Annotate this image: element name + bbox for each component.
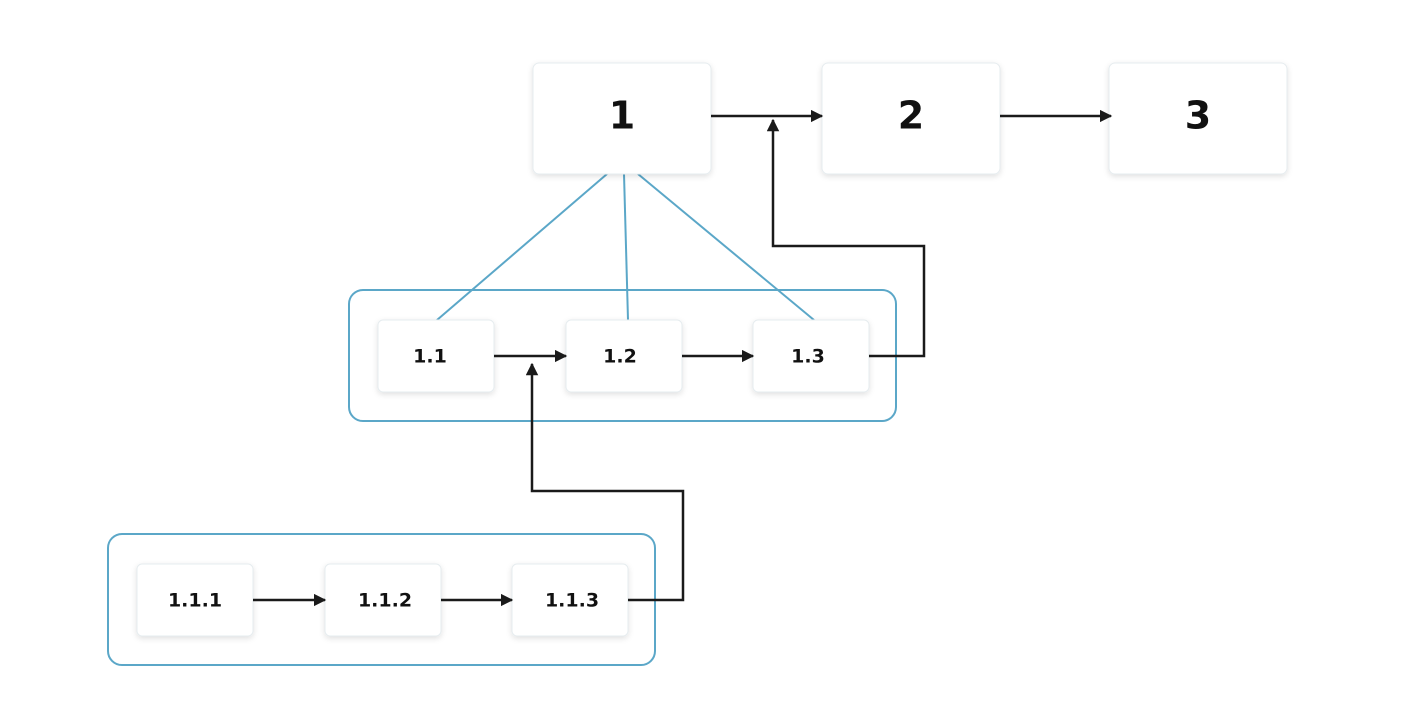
node-1-1-1-label: 1.1.1 [168, 590, 222, 612]
node-1-1-2-label: 1.1.2 [358, 590, 412, 612]
node-1-1-label: 1.1 [413, 346, 447, 368]
node-1-1: 1.1 [377, 319, 495, 393]
arrow-1-1-3-return-to-1-1-link [525, 362, 685, 602]
node-1-2: 1.2 [565, 319, 683, 393]
node-1-1-3: 1.1.3 [511, 563, 629, 637]
node-1-1-2: 1.1.2 [324, 563, 442, 637]
node-1-2-label: 1.2 [603, 346, 637, 368]
arrow-1-3-return-to-1-2-link [766, 118, 926, 358]
node-1-1-3-label: 1.1.3 [545, 590, 599, 612]
node-2-label: 2 [898, 94, 924, 138]
node-1-3: 1.3 [752, 319, 870, 393]
tree-line-1-to-1-1 [436, 173, 608, 321]
node-1-label: 1 [609, 94, 635, 138]
tree-line-1-to-1-3 [637, 173, 815, 321]
tree-line-1-to-1-2 [623, 173, 629, 321]
node-3: 3 [1108, 62, 1288, 175]
node-2: 2 [821, 62, 1001, 175]
node-1-1-1: 1.1.1 [136, 563, 254, 637]
node-1-3-label: 1.3 [791, 346, 825, 368]
node-1: 1 [532, 62, 712, 175]
node-3-label: 3 [1185, 94, 1211, 138]
